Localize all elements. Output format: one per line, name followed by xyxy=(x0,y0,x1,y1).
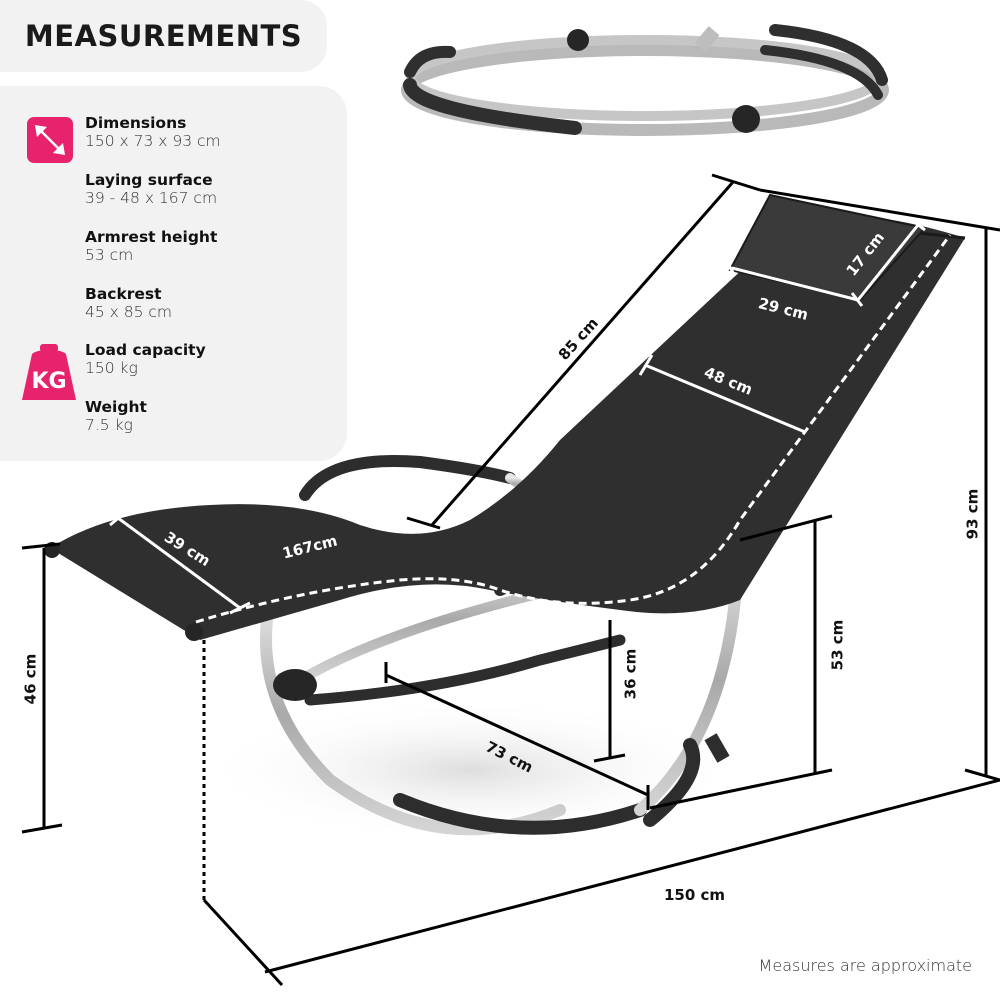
pillow xyxy=(728,193,927,302)
dim-label-total-length: 150 cm xyxy=(664,886,726,904)
folded-frame-illustration xyxy=(401,24,889,136)
dim-label-total-height: 93 cm xyxy=(963,488,982,540)
title-pill: MEASUREMENTS xyxy=(0,0,327,72)
spec-laying-surface: Laying surface 39 - 48 x 167 cm xyxy=(85,171,217,207)
spec-label: Dimensions xyxy=(85,114,187,132)
spec-value: 53 cm xyxy=(85,246,134,264)
resize-diagonal-arrow-icon xyxy=(27,117,73,163)
spec-label: Laying surface xyxy=(85,171,213,189)
spec-value: 150 x 73 x 93 cm xyxy=(85,132,221,150)
spec-backrest: Backrest 45 x 85 cm xyxy=(85,285,172,321)
footnote: Measures are approximate xyxy=(758,956,972,975)
spec-dimensions: Dimensions 150 x 73 x 93 cm xyxy=(85,114,221,150)
page-title: MEASUREMENTS xyxy=(24,19,303,53)
spec-value: 39 - 48 x 167 cm xyxy=(85,189,218,207)
seat-fabric xyxy=(50,215,965,640)
spec-load-capacity: Load capacity 150 kg xyxy=(85,341,206,377)
spec-value: 150 kg xyxy=(85,359,138,377)
spec-value: 45 x 85 cm xyxy=(85,303,173,321)
dim-label-armrest-height: 53 cm xyxy=(828,619,847,671)
spec-value: 7.5 kg xyxy=(85,416,133,434)
kg-weight-icon: KG xyxy=(22,342,76,400)
spec-label: Backrest xyxy=(85,285,162,303)
dim-label-front-height: 46 cm xyxy=(21,653,40,705)
svg-text:KG: KG xyxy=(31,369,66,394)
spec-weight: Weight 7.5 kg xyxy=(85,398,147,434)
spec-label: Load capacity xyxy=(85,341,206,359)
spec-label: Armrest height xyxy=(85,228,218,246)
spec-label: Weight xyxy=(85,398,147,416)
dim-label-seat-clearance: 36 cm xyxy=(621,648,640,700)
spec-armrest-height: Armrest height 53 cm xyxy=(85,228,217,264)
